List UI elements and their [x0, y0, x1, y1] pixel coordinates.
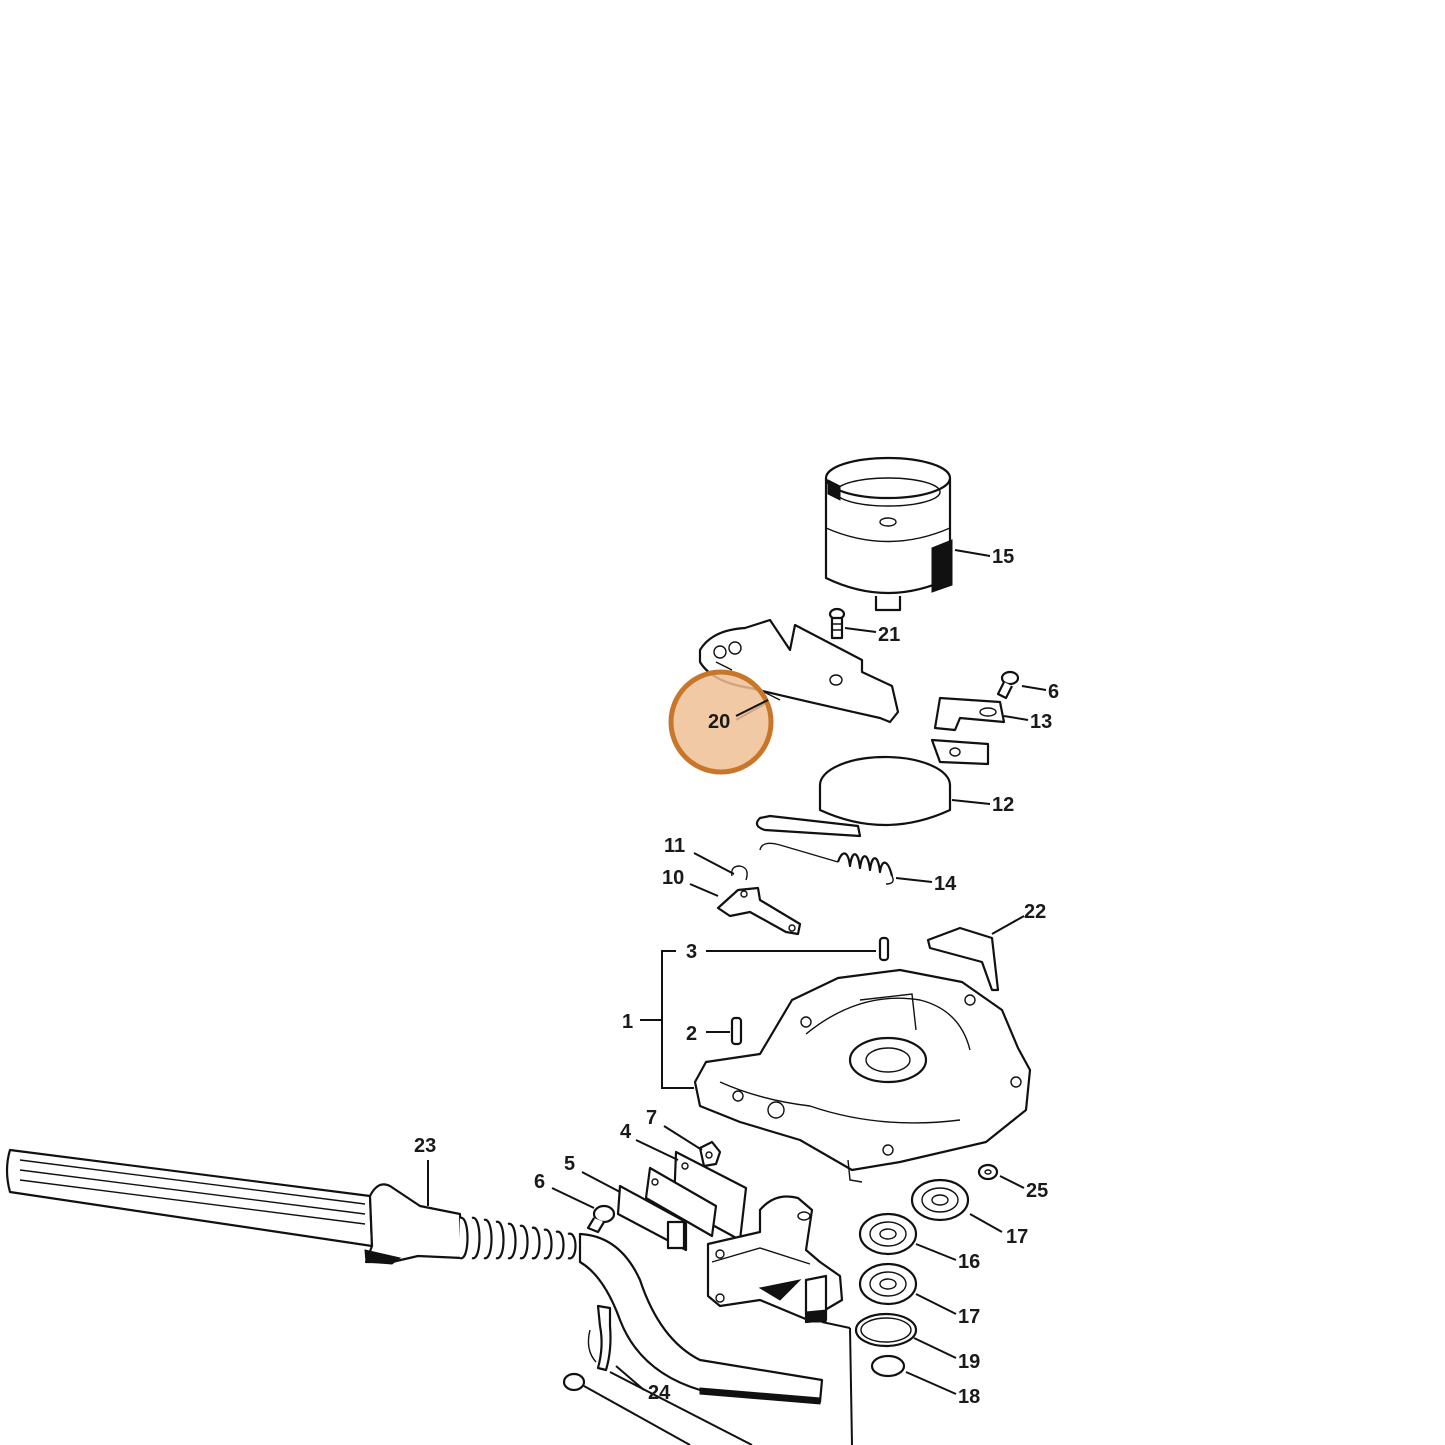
part-20-cover-plate[interactable] [698, 618, 900, 724]
part-6-screw-top[interactable] [996, 670, 1020, 700]
callout-20[interactable]: 20 [708, 711, 730, 733]
part-2-pin[interactable] [730, 1016, 743, 1046]
callout-25: 25 [1026, 1180, 1048, 1202]
leader-20 [735, 699, 769, 717]
callout-5: 5 [564, 1153, 575, 1175]
part-7-nut[interactable] [698, 1140, 722, 1168]
part-17-bearing-upper[interactable] [910, 1178, 970, 1222]
part-1-gear-housing[interactable] [693, 968, 1032, 1183]
part-23-drive-tube[interactable] [5, 1148, 824, 1405]
part-17-bearing-lower[interactable] [858, 1262, 918, 1306]
callout-11: 11 [664, 835, 685, 857]
callout-18: 18 [958, 1386, 980, 1408]
part-13-bracket[interactable] [933, 696, 1006, 732]
part-25-nut[interactable] [977, 1163, 999, 1181]
part-10-lever[interactable] [716, 886, 802, 936]
part-6-screw-lower[interactable] [586, 1204, 616, 1234]
callout-17-lower: 17 [958, 1306, 980, 1328]
callout-1: 1 [622, 1011, 633, 1033]
callout-6-lower: 6 [534, 1171, 545, 1193]
callout-14: 14 [934, 873, 957, 895]
highlight-circle[interactable] [668, 669, 774, 775]
callout-4: 4 [620, 1121, 632, 1143]
part-21-screw[interactable] [828, 607, 846, 640]
callout-19: 19 [958, 1351, 980, 1373]
callout-2: 2 [686, 1023, 697, 1045]
callout-15: 15 [992, 546, 1014, 568]
part-3-pin[interactable] [878, 936, 890, 962]
part-19-snap-ring[interactable] [854, 1312, 918, 1348]
callout-12: 12 [992, 794, 1014, 816]
part-18-circlip[interactable] [870, 1354, 906, 1378]
part-15-clutch-drum[interactable] [824, 456, 953, 612]
part-14-spring[interactable] [759, 842, 894, 885]
callout-3: 3 [686, 941, 697, 963]
part-5-plate[interactable] [616, 1166, 718, 1252]
callout-22: 22 [1024, 901, 1046, 923]
callout-10: 10 [662, 867, 684, 889]
part-24-clamp[interactable] [562, 1304, 612, 1392]
part-11-circlip[interactable] [730, 865, 748, 881]
part-22-shield[interactable] [926, 926, 1000, 992]
callout-23: 23 [414, 1135, 436, 1157]
part-12-brake-band[interactable] [755, 738, 990, 838]
gearbox-clamp[interactable] [706, 1195, 844, 1324]
callout-16: 16 [958, 1251, 980, 1273]
part-16-bearing[interactable] [858, 1212, 918, 1256]
callout-21: 21 [878, 624, 900, 646]
callout-17-upper: 17 [1006, 1226, 1028, 1248]
callout-6-top: 6 [1048, 681, 1059, 703]
callout-7: 7 [646, 1107, 657, 1129]
callout-24: 24 [648, 1382, 671, 1404]
callout-13: 13 [1030, 711, 1052, 733]
